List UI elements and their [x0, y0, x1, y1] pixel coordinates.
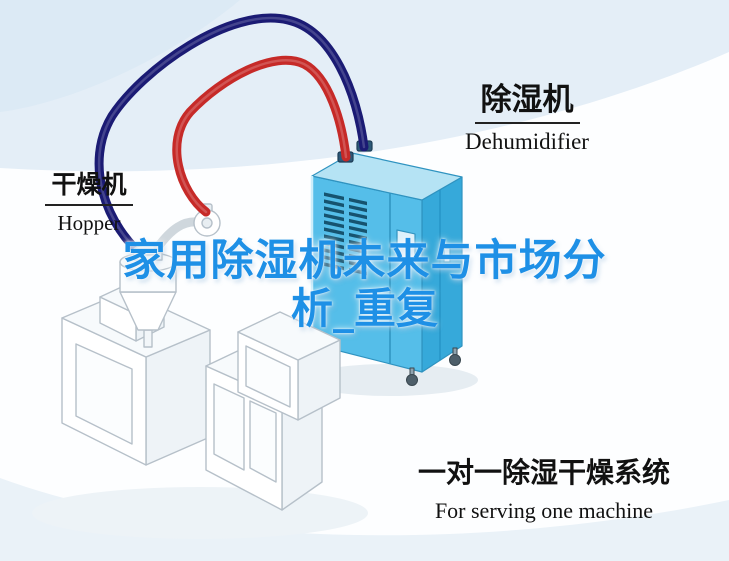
background-corner-tint: [0, 0, 240, 112]
machine-shadow: [32, 487, 368, 539]
unit-shadow: [302, 364, 478, 396]
dehumidifier-label-cn: 除湿机: [474, 74, 580, 124]
red-hose: [172, 55, 351, 217]
dehumidifier-label: 除湿机 Dehumidifier: [436, 74, 618, 155]
hopper: [119, 203, 221, 348]
background-swoosh-bottom: [0, 478, 729, 561]
system-caption-en: For serving one machine: [434, 498, 654, 523]
navy-hose: [94, 13, 369, 265]
watermark-title: 家用除湿机未来与市场分 析_重复: [40, 237, 689, 332]
dryer-label: 干燥机 Hopper: [28, 165, 150, 236]
side-latch: [443, 247, 451, 263]
dehumidifier-label-en: Dehumidifier: [465, 129, 589, 154]
dryer-label-cn: 干燥机: [45, 165, 133, 206]
system-caption-cn: 一对一除湿干燥系统: [417, 456, 670, 489]
vent-grille: [324, 192, 367, 276]
watermark-title-line2: 析_重复: [290, 284, 438, 334]
watermark-title-line1: 家用除湿机未来与市场分: [122, 236, 607, 286]
door-panel: [396, 229, 416, 265]
system-caption: 一对一除湿干燥系统 For serving one machine: [386, 451, 702, 524]
dehumidifier-unit: [310, 140, 463, 386]
dryer-label-en: Hopper: [57, 211, 121, 235]
